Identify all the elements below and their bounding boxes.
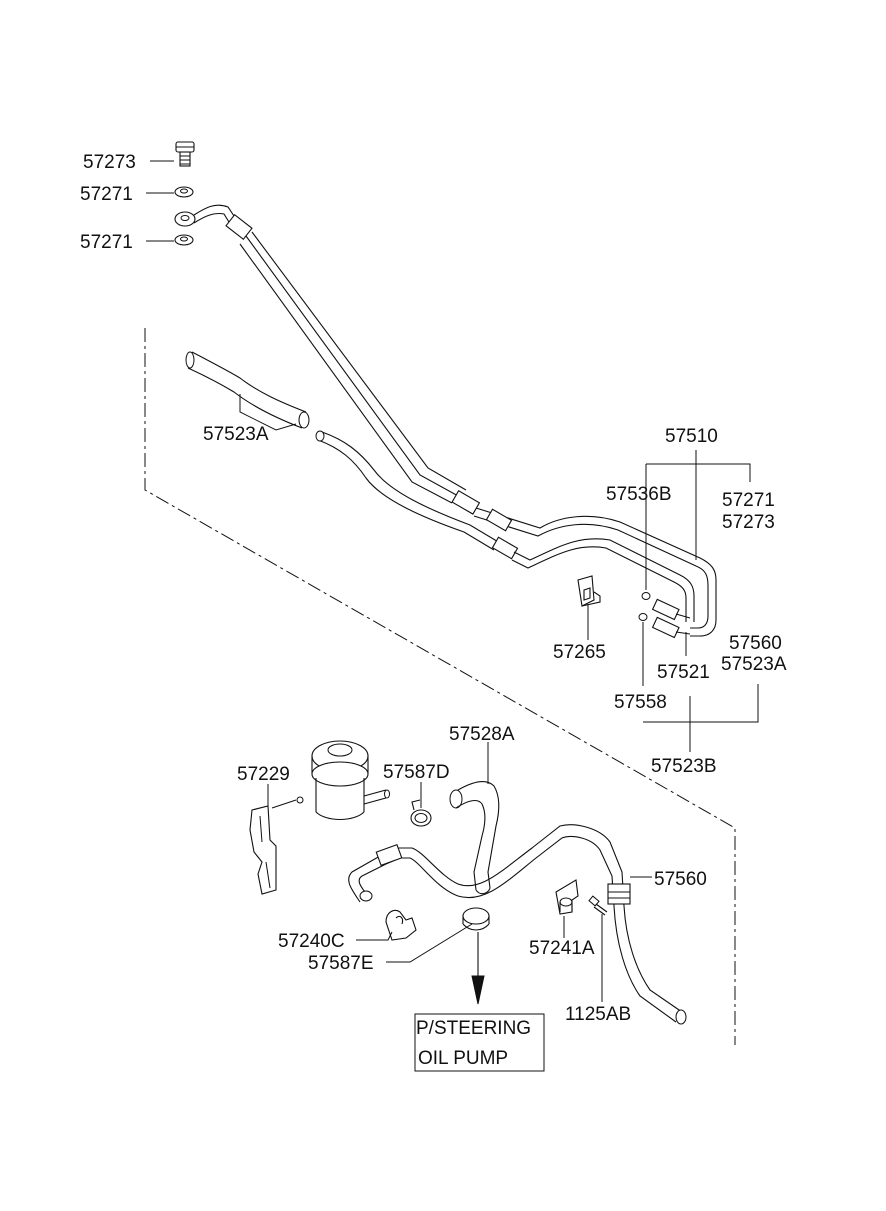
part-label-57587d: 57587D [383, 762, 450, 783]
suction-hose-icon [449, 781, 500, 895]
return-pipe-icon [348, 824, 687, 1025]
part-label-57528a: 57528A [449, 724, 515, 745]
o-ring-icon [638, 613, 648, 621]
part-label-57271: 57271 [80, 232, 133, 253]
clip-icon [577, 575, 601, 607]
pressure-line-icon [174, 204, 717, 639]
o-ring-icon [641, 592, 651, 600]
washer-icon [174, 234, 194, 246]
part-label-57523a: 57523A [203, 424, 269, 445]
part-label-57523a: 57523A [721, 654, 787, 675]
leader-lines [146, 160, 759, 1005]
bolt-icon [588, 895, 608, 916]
part-label-57241a: 57241A [529, 938, 595, 959]
part-label-57273: 57273 [83, 152, 136, 173]
part-label-57240c: 57240C [278, 931, 345, 952]
part-label-57560: 57560 [654, 869, 707, 890]
part-label-57265: 57265 [553, 642, 606, 663]
part-label-1125ab: 1125AB [565, 1004, 631, 1025]
part-label-57523b: 57523B [651, 756, 717, 777]
pump-box-line1: P/STEERING [416, 1018, 531, 1039]
pump-box-line2: OIL PUMP [418, 1048, 508, 1069]
assembly-boundary [144, 328, 736, 1045]
filler-cap-icon [462, 907, 490, 931]
reservoir-icon [311, 740, 390, 821]
part-label-57271: 57271 [722, 490, 775, 511]
part-label-57558: 57558 [614, 692, 667, 713]
part-label-57271: 57271 [80, 184, 133, 205]
bolt-icon [175, 141, 195, 167]
part-label-57536b: 57536B [606, 484, 672, 505]
clip-icon [385, 909, 417, 941]
part-label-57510: 57510 [665, 426, 718, 447]
bracket-icon [249, 796, 304, 895]
return-hose-icon [185, 351, 310, 429]
hose-clamp-icon [410, 799, 432, 827]
part-label-57560: 57560 [729, 633, 782, 654]
pump-reference-box: P/STEERING OIL PUMP [414, 1013, 545, 1072]
clip-icon [555, 879, 579, 915]
washer-icon [174, 186, 194, 198]
part-label-57587e: 57587E [308, 953, 374, 974]
part-label-57521: 57521 [657, 662, 710, 683]
part-label-57229: 57229 [237, 764, 290, 785]
part-labels: 57273 57271 57271 57523A 57510 57536B 57… [80, 152, 787, 1025]
part-label-57273: 57273 [722, 512, 775, 533]
